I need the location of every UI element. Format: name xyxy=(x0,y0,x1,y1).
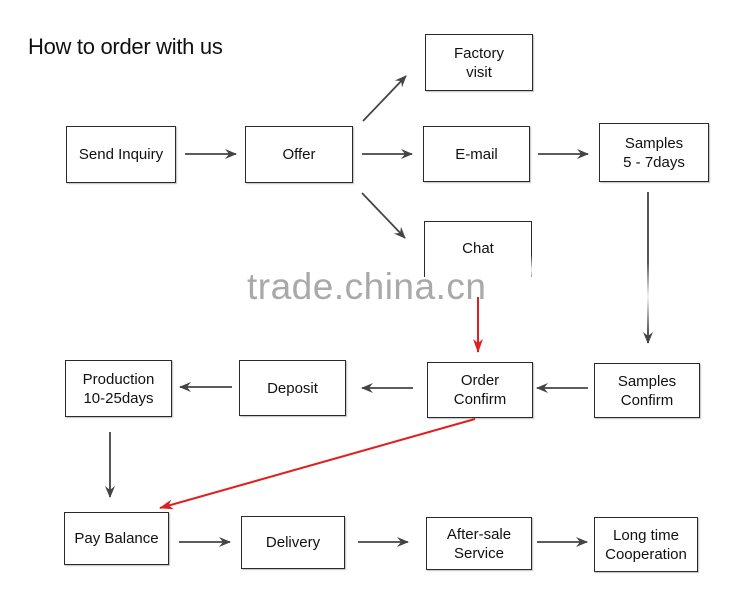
watermark-fade xyxy=(618,262,678,332)
arrow-offer-to-factory-visit xyxy=(362,75,407,122)
step-label: Production 10-25days xyxy=(82,370,155,407)
step-factory-visit: Factory visit xyxy=(425,34,533,91)
step-label: Offer xyxy=(282,146,316,163)
step-send-inquiry: Send Inquiry xyxy=(66,126,176,183)
step-label: Order Confirm xyxy=(453,372,507,408)
step-after-sale: After-sale Service xyxy=(426,517,532,570)
step-long-time-cooperation: Long time Cooperation xyxy=(594,517,698,572)
step-label: Samples Confirm xyxy=(617,372,677,409)
step-samples: Samples 5 - 7days xyxy=(599,123,709,182)
step-label: Send Inquiry xyxy=(78,146,164,163)
watermark: trade.china.cn xyxy=(247,266,487,307)
step-label: Pay Balance xyxy=(74,530,159,547)
step-deposit: Deposit xyxy=(239,360,346,416)
step-label: Deposit xyxy=(267,379,318,397)
step-offer: Offer xyxy=(245,126,353,183)
step-label: Factory visit xyxy=(453,44,504,81)
highlight-arrow-order-confirm-to-pay-balance xyxy=(159,418,476,510)
step-samples-confirm: Samples Confirm xyxy=(594,363,700,418)
step-order-confirm: Order Confirm xyxy=(427,362,533,418)
step-label: Chat xyxy=(462,240,494,257)
arrow-offer-to-chat xyxy=(361,192,406,239)
step-label: E-mail xyxy=(455,145,498,163)
step-label: Long time Cooperation xyxy=(605,526,687,563)
step-label: Delivery xyxy=(265,534,321,551)
step-pay-balance: Pay Balance xyxy=(64,512,169,565)
step-label: After-sale Service xyxy=(446,525,512,562)
diagram-title: How to order with us xyxy=(28,34,223,59)
step-label: Samples 5 - 7days xyxy=(623,134,685,171)
watermark-fade xyxy=(505,255,555,285)
step-delivery: Delivery xyxy=(241,516,345,569)
step-email: E-mail xyxy=(423,126,530,182)
step-production: Production 10-25days xyxy=(65,360,172,417)
